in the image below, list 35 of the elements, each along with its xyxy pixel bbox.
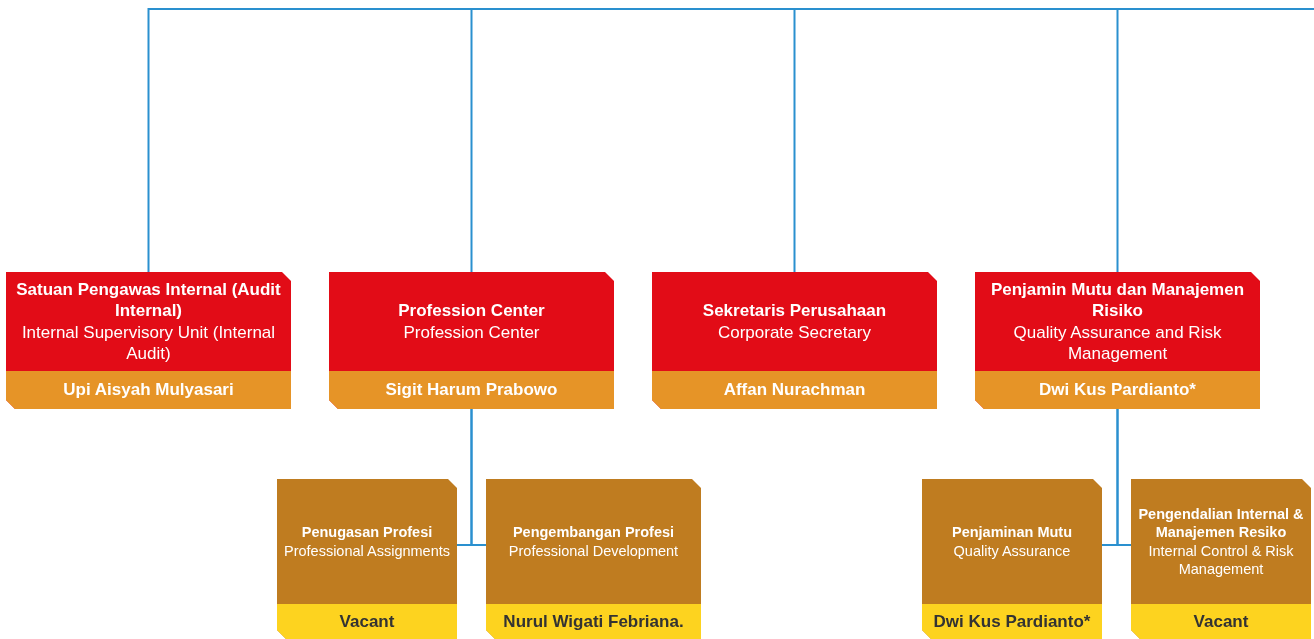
unit-title: Pengendalian Internal & Manajemen Resiko — [1137, 505, 1305, 542]
org-card — [277, 479, 457, 639]
name-band: Upi Aisyah Mulyasari — [6, 371, 291, 409]
unit-subtitle: Quality Assurance — [953, 541, 1071, 560]
org-card — [486, 479, 701, 639]
unit-title: Profession Center — [398, 300, 545, 322]
name-band: Dwi Kus Pardianto* — [975, 371, 1260, 409]
unit-title: Penjaminan Mutu — [951, 523, 1072, 542]
connector-line — [1116, 8, 1314, 273]
connector-line — [470, 408, 487, 546]
unit-title: Satuan Pengawas Internal (Audit Internal) — [15, 279, 282, 322]
name-band: Dwi Kus Pardianto* — [922, 604, 1102, 639]
unit-subtitle: Quality Assurance and Risk Management — [1012, 321, 1223, 364]
org-card — [922, 479, 1102, 639]
org-card — [975, 272, 1260, 409]
unit-subtitle: Professional Development — [508, 541, 679, 560]
name-band: Nurul Wigati Febriana. — [486, 604, 701, 639]
unit-subtitle: Professional Assignments — [284, 541, 450, 560]
unit-subtitle: Corporate Secretary — [717, 321, 872, 343]
name-band: Vacant — [277, 604, 457, 639]
org-card — [1131, 479, 1311, 639]
name-band: Sigit Harum Prabowo — [329, 371, 614, 409]
unit-title: Penjamin Mutu dan Manajemen Risiko — [989, 279, 1246, 322]
unit-title: Sekretaris Perusahaan — [702, 300, 887, 322]
unit-subtitle: Internal Control & Risk Management — [1147, 541, 1295, 578]
org-card — [329, 272, 614, 409]
unit-subtitle: Internal Supervisory Unit (Internal Audit) — [20, 321, 277, 364]
connector-line — [1116, 408, 1132, 546]
unit-title: Pengembangan Profesi — [512, 523, 675, 542]
name-band: Vacant — [1131, 604, 1311, 639]
org-card — [652, 272, 937, 409]
name-band: Affan Nurachman — [652, 371, 937, 409]
unit-title: Penugasan Profesi — [301, 523, 433, 542]
org-card — [6, 272, 291, 409]
unit-subtitle: Profession Center — [403, 321, 540, 343]
